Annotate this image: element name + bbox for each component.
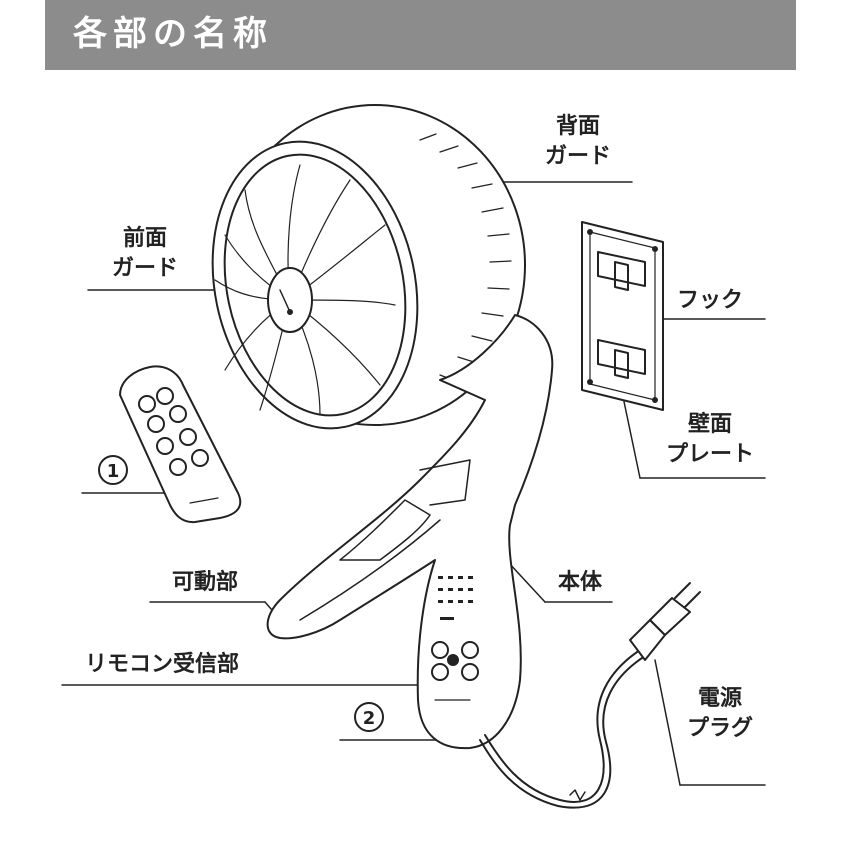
main-body-shape	[266, 314, 554, 750]
page-title: 各部の名称	[73, 14, 273, 54]
label-power-plug: 電源 プラグ	[670, 684, 770, 744]
label-movable-part-text: 可動部	[171, 570, 238, 595]
label-front-guard-line2: ガード	[111, 256, 178, 281]
label-main-body: 本体	[545, 568, 615, 598]
label-back-guard-line1: 背面	[555, 114, 600, 139]
label-hook-text: フック	[676, 288, 743, 313]
label-front-guard: 前面 ガード	[95, 224, 195, 284]
label-movable-part: 可動部	[150, 568, 260, 598]
label-power-plug-line1: 電源	[697, 686, 742, 711]
label-wall-plate-line1: 壁面	[687, 412, 732, 437]
label-back-guard-line2: ガード	[544, 144, 611, 169]
wall-plate	[581, 221, 664, 411]
front-guard	[211, 140, 419, 430]
callout-1: 1	[98, 455, 128, 485]
remote-control	[119, 365, 242, 524]
title-bar: 各部の名称	[45, 0, 796, 70]
label-remote-receiver: リモコン受信部	[62, 650, 262, 680]
label-remote-receiver-text: リモコン受信部	[84, 652, 239, 677]
label-power-plug-line2: プラグ	[686, 716, 753, 741]
label-main-body-text: 本体	[557, 570, 602, 595]
label-wall-plate: 壁面 プレート	[655, 410, 765, 470]
hooks	[597, 251, 646, 379]
power-plug	[479, 582, 701, 809]
label-hook: フック	[660, 286, 760, 316]
callout-2: 2	[354, 702, 384, 732]
label-front-guard-line1: 前面	[122, 226, 167, 251]
label-wall-plate-line2: プレート	[665, 442, 754, 467]
label-back-guard: 背面 ガード	[528, 112, 628, 172]
